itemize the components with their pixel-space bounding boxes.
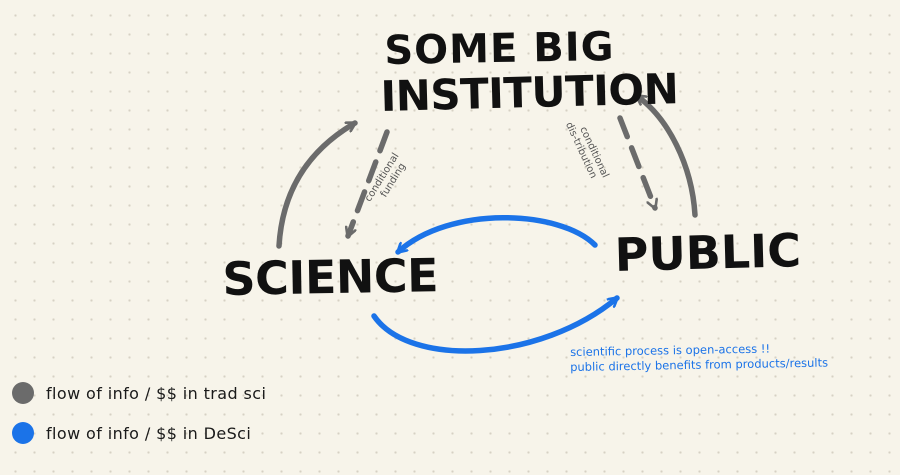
node-institution-line2: INSTITUTION: [380, 64, 679, 121]
legend-item-desci: flow of info / $$ in DeSci: [12, 421, 251, 445]
arrow-institution-to-public-distribution: [617, 115, 655, 211]
arrow-science-to-institution: [276, 120, 358, 249]
node-public: PUBLIC: [614, 223, 802, 282]
legend-swatch-gray: [12, 382, 34, 404]
arrow-science-to-public: [371, 295, 620, 354]
arrow-public-to-science: [395, 215, 598, 255]
legend-swatch-blue: [12, 422, 34, 444]
arrow-institution-to-science-funding: [348, 129, 390, 239]
arrow-public-to-institution: [634, 93, 698, 218]
legend-item-trad-sci: flow of info / $$ in trad sci: [12, 381, 266, 405]
legend-label: flow of info / $$ in trad sci: [46, 383, 267, 403]
legend-label: flow of info / $$ in DeSci: [46, 423, 252, 443]
node-science: SCIENCE: [222, 248, 439, 306]
